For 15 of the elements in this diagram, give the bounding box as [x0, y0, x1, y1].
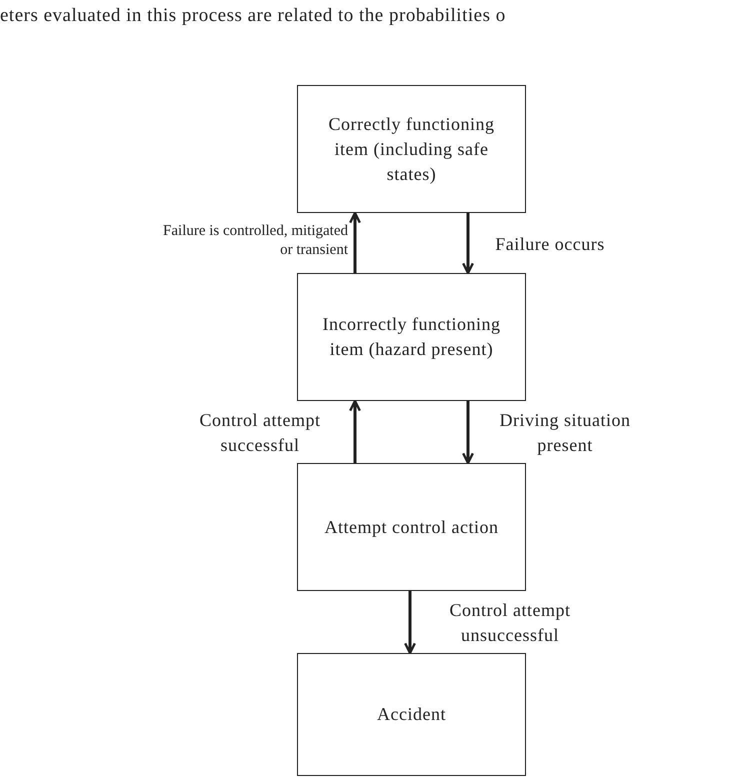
edge-label: Driving situation present — [498, 409, 632, 457]
edge-label: Control attempt successful — [198, 409, 322, 457]
edge-label: Control attempt unsuccessful — [448, 599, 572, 647]
process-box: Incorrectly functioning item (hazard present) — [297, 273, 526, 401]
edge-label: Failure occurs — [494, 233, 606, 256]
arrow — [349, 400, 361, 463]
process-box: Correctly functioning item (including safe states) — [297, 85, 526, 213]
process-box: Attempt control action — [297, 463, 526, 591]
arrow — [404, 591, 416, 654]
edge-label: Failure is controlled, mitigated or transient — [162, 222, 348, 260]
arrow — [349, 212, 361, 273]
body-text: eters evaluated in this process are related to the probabilities o — [0, 4, 506, 28]
arrow — [462, 213, 474, 274]
arrow — [462, 401, 474, 464]
process-box: Accident — [297, 653, 526, 776]
